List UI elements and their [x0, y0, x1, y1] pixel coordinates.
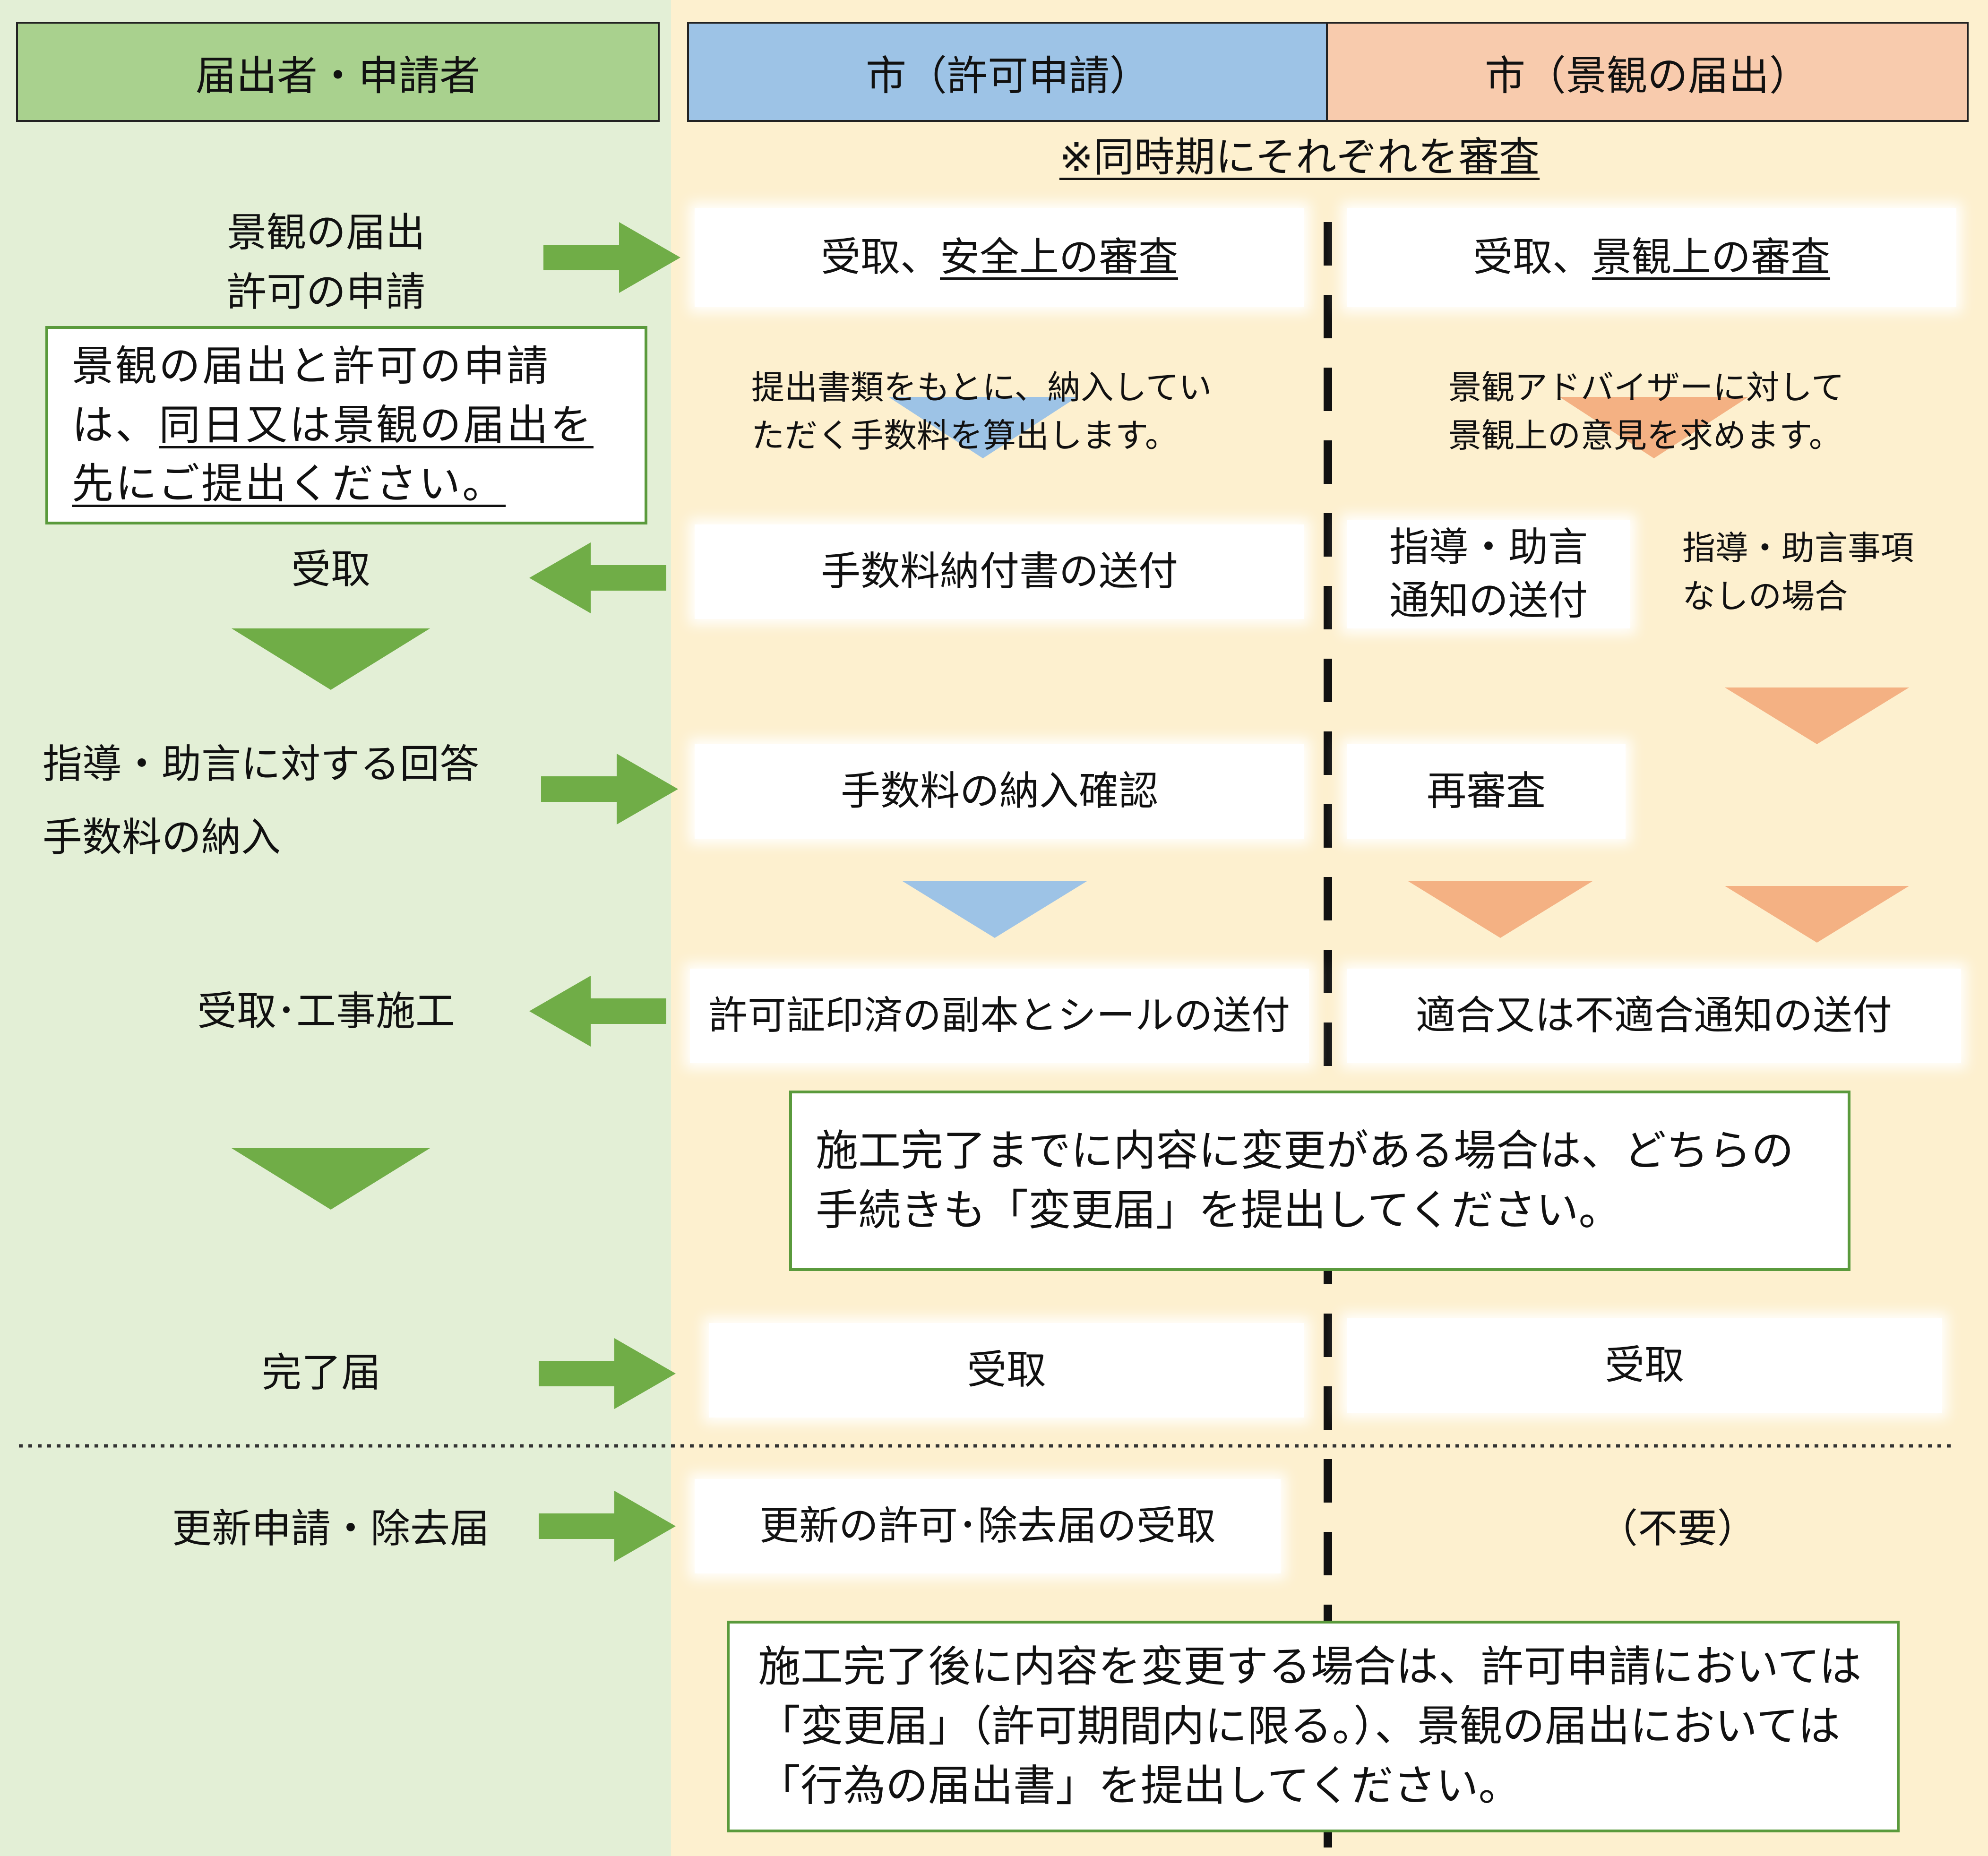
advisor-line2: 景観上の意見を求めます。 — [1448, 416, 1842, 455]
guidance-line2: 通知の送付 — [1389, 577, 1588, 624]
result-notice-label: 適合又は不適合通知の送付 — [1415, 992, 1892, 1039]
submit-order-note-text: 景観の届出と許可の申請は、同日又は景観の届出を先にご提出ください。 — [72, 337, 621, 514]
completion-text: 完了届 — [198, 1342, 444, 1403]
certificate-label: 許可証印済の副本とシールの送付 — [708, 993, 1290, 1038]
renewal-permit-label: 更新の許可･除去届の受取 — [759, 1503, 1216, 1549]
permit-faint-arrow-1 — [888, 397, 1077, 458]
submit-line1: 景観の届出 — [226, 209, 425, 256]
header-landscape-label: 市（景観の届出） — [1485, 52, 1810, 100]
fee-confirm-label: 手数料の納入確認 — [840, 768, 1158, 815]
arrow-left-certificate — [529, 976, 666, 1047]
reply-line2: 手数料の納入 — [43, 814, 281, 860]
receive-construct-text: 受取･工事施工 — [132, 980, 520, 1042]
landscape-review-box: 受取、景観上の審査 — [1347, 208, 1956, 307]
header-permit-label: 市（許可申請） — [866, 52, 1150, 100]
simultaneous-review-text: ※同時期にそれぞれを審査 — [1059, 133, 1540, 181]
reply-line1: 指導・助言に対する回答 — [43, 740, 480, 787]
section-separator — [19, 1444, 1956, 1448]
not-required-label: （不要） — [1598, 1505, 1757, 1552]
submit-order-note-part1: 景観の届出と許可の申請は、 — [72, 341, 551, 449]
permit-review-prefix: 受取、 — [820, 234, 940, 281]
permit-review-underlined: 安全上の審査 — [940, 234, 1179, 281]
arrow-down-no-guidance — [1725, 687, 1909, 744]
rereview-box: 再審査 — [1347, 744, 1626, 839]
change-before-text: 施工完了までに内容に変更がある場合は、どちらの手続きも「変更届」を提出してくださ… — [816, 1126, 1794, 1235]
permit-safety-review-box: 受取、安全上の審査 — [695, 208, 1304, 307]
header-applicant: 届出者・申請者 — [16, 22, 660, 122]
landscape-review-prefix: 受取、 — [1472, 234, 1592, 281]
result-notice-box: 適合又は不適合通知の送付 — [1347, 969, 1961, 1063]
no-guidance-line1: 指導・助言事項 — [1682, 529, 1914, 567]
renewal-label: 更新申請・除去届 — [172, 1505, 490, 1552]
arrow-right-submit — [543, 222, 680, 293]
renewal-text: 更新申請・除去届 — [95, 1498, 567, 1559]
not-required-text: （不要） — [1545, 1498, 1810, 1559]
header-landscape: 市（景観の届出） — [1326, 22, 1969, 122]
receive-label-1: 受取 — [291, 546, 370, 593]
no-guidance-text: 指導・助言事項 なしの場合 — [1682, 524, 1966, 619]
arrow-down-permit — [903, 881, 1087, 938]
header-applicant-label: 届出者・申請者 — [196, 52, 480, 100]
simultaneous-review-note: ※同時期にそれぞれを審査 — [992, 127, 1607, 188]
guidance-notice-box: 指導・助言 通知の送付 — [1347, 520, 1630, 628]
no-guidance-line2: なしの場合 — [1682, 576, 1848, 616]
submit-line2: 許可の申請 — [226, 269, 425, 315]
guidance-line1: 指導・助言 — [1389, 524, 1588, 570]
arrow-right-completion — [539, 1338, 676, 1409]
advisor-line1: 景観アドバイザーに対して — [1448, 368, 1844, 407]
fee-calc-text: 提出書類をもとに、納入してい ただく手数料を算出します。 — [751, 364, 1295, 458]
fee-confirm-box: 手数料の納入確認 — [695, 744, 1304, 839]
arrow-down-left-2 — [232, 1148, 430, 1210]
completion-label: 完了届 — [261, 1349, 381, 1396]
landscape-faint-arrow-1 — [1559, 397, 1748, 458]
change-before-completion-note: 施工完了までに内容に変更がある場合は、どちらの手続きも「変更届」を提出してくださ… — [789, 1091, 1850, 1271]
permit-receive-box: 受取 — [709, 1323, 1304, 1418]
submit-text: 景観の届出 許可の申請 — [161, 203, 491, 321]
change-after-text: 施工完了後に内容を変更する場合は、許可申請においては「変更届」（許可期間内に限る… — [758, 1642, 1862, 1811]
rereview-label: 再審査 — [1426, 768, 1546, 815]
fee-notice-label: 手数料納付書の送付 — [820, 548, 1178, 595]
renewal-permit-box: 更新の許可･除去届の受取 — [695, 1479, 1281, 1573]
landscape-review-underlined: 景観上の審査 — [1592, 234, 1831, 281]
arrow-right-renewal — [539, 1491, 676, 1562]
header-permit: 市（許可申請） — [687, 22, 1327, 122]
receive-text-1: 受取 — [227, 539, 435, 600]
submit-order-note: 景観の届出と許可の申請は、同日又は景観の届出を先にご提出ください。 — [45, 326, 647, 524]
fee-notice-box: 手数料納付書の送付 — [695, 524, 1304, 619]
permit-receive-label: 受取 — [966, 1347, 1046, 1393]
fee-calc-line2: ただく手数料を算出します。 — [751, 416, 1178, 455]
arrow-down-no-guidance-2 — [1725, 886, 1909, 943]
landscape-receive-label: 受取 — [1604, 1342, 1684, 1389]
landscape-receive-box: 受取 — [1347, 1318, 1942, 1413]
lane-divider — [1324, 222, 1332, 1847]
arrow-down-rereview — [1408, 881, 1592, 938]
fee-calc-line1: 提出書類をもとに、納入してい — [751, 368, 1212, 407]
certificate-box: 許可証印済の副本とシールの送付 — [690, 969, 1309, 1063]
change-after-completion-note: 施工完了後に内容を変更する場合は、許可申請においては「変更届」（許可期間内に限る… — [727, 1621, 1900, 1832]
receive-construct-label: 受取･工事施工 — [197, 988, 455, 1034]
advisor-text: 景観アドバイザーに対して 景観上の意見を求めます。 — [1448, 364, 1945, 458]
reply-text: 指導・助言に対する回答 手数料の納入 — [43, 728, 562, 874]
submit-order-note-part2: 同日又は景観の届出を先にご提出ください。 — [72, 400, 594, 508]
applicant-lane-bg — [0, 0, 671, 1856]
arrow-down-left-1 — [232, 628, 430, 690]
arrow-left-fee-notice — [529, 542, 666, 613]
arrow-right-reply — [541, 754, 678, 825]
